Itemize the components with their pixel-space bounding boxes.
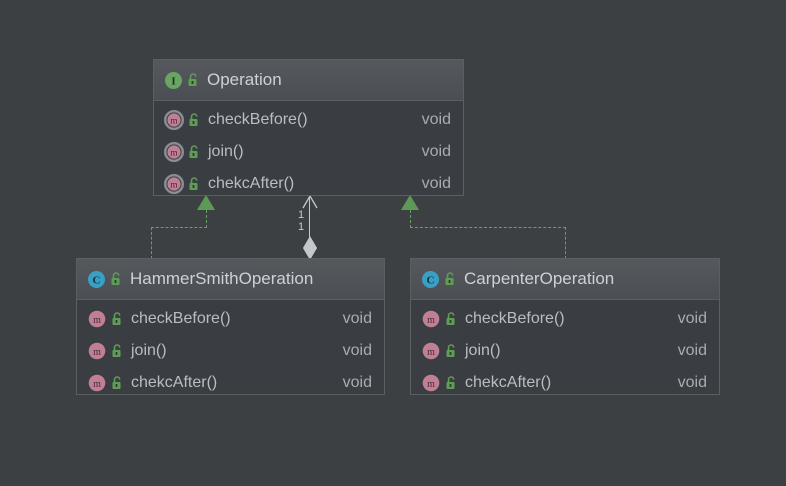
uml-member-type: void — [342, 310, 372, 327]
uml-member-row[interactable]: m chekcAfter() void — [154, 168, 463, 200]
unlocked-padlock-icon — [444, 271, 457, 287]
composition-open-arrowhead-icon — [302, 194, 318, 209]
uml-member-name: checkBefore() — [131, 310, 231, 327]
uml-member-row[interactable]: m checkBefore() void — [154, 104, 463, 136]
abstract-method-icon: m — [164, 174, 184, 194]
uml-member-row[interactable]: m chekcAfter() void — [77, 367, 384, 399]
method-icon: m — [421, 341, 441, 361]
uml-member-type: void — [677, 342, 707, 359]
method-icon: m — [87, 341, 107, 361]
uml-member-name: join() — [131, 342, 167, 359]
unlocked-padlock-icon — [445, 311, 458, 327]
realization-right-arrowhead-icon — [401, 195, 419, 210]
realization-left-segment-horizontal — [151, 227, 207, 228]
uml-member-name: join() — [465, 342, 501, 359]
realization-left-segment-vertical-lower — [151, 227, 152, 259]
class-icon: C — [421, 270, 440, 289]
unlocked-padlock-icon — [111, 375, 124, 391]
uml-class-hammersmithoperation-header: C HammerSmithOperation — [77, 259, 384, 300]
unlocked-padlock-icon — [111, 311, 124, 327]
svg-text:m: m — [170, 117, 178, 127]
unlocked-padlock-icon — [187, 72, 200, 88]
composition-multiplicity-target: 1 — [298, 209, 305, 221]
svg-text:m: m — [93, 315, 101, 326]
interface-icon: I — [164, 71, 183, 90]
svg-text:m: m — [93, 379, 101, 390]
unlocked-padlock-icon — [188, 144, 201, 160]
uml-class-operation-header: I Operation — [154, 60, 463, 101]
uml-member-name: chekcAfter() — [465, 374, 552, 391]
uml-member-type: void — [677, 310, 707, 327]
composition-filled-diamond-icon — [302, 236, 318, 260]
uml-member-type: void — [421, 111, 451, 128]
method-icon: m — [87, 373, 107, 393]
uml-member-name: checkBefore() — [208, 111, 308, 128]
uml-member-type: void — [342, 342, 372, 359]
method-icon: m — [421, 373, 441, 393]
abstract-method-icon: m — [164, 142, 184, 162]
method-icon: m — [421, 309, 441, 329]
svg-text:m: m — [93, 347, 101, 358]
svg-text:C: C — [93, 274, 101, 286]
svg-text:C: C — [427, 274, 435, 286]
unlocked-padlock-icon — [445, 343, 458, 359]
svg-text:m: m — [427, 315, 435, 326]
uml-member-row[interactable]: m join() void — [411, 335, 719, 367]
composition-multiplicity-source: 1 — [298, 221, 305, 233]
uml-member-name: join() — [208, 143, 244, 160]
unlocked-padlock-icon — [111, 343, 124, 359]
uml-member-row[interactable]: m join() void — [154, 136, 463, 168]
class-icon: C — [87, 270, 106, 289]
uml-class-hammersmithoperation-members: m checkBefore() void m — [77, 300, 384, 404]
uml-member-name: checkBefore() — [465, 310, 565, 327]
realization-right-segment-vertical-upper — [410, 210, 411, 228]
realization-right-segment-vertical-lower — [565, 227, 566, 259]
uml-class-hammersmithoperation[interactable]: C HammerSmithOperation m — [76, 258, 385, 395]
uml-class-carpenteroperation-header: C CarpenterOperation — [411, 259, 719, 300]
composition-line — [309, 197, 310, 245]
unlocked-padlock-icon — [188, 176, 201, 192]
svg-text:m: m — [427, 379, 435, 390]
unlocked-padlock-icon — [188, 112, 201, 128]
realization-right-segment-horizontal — [410, 227, 566, 228]
svg-text:m: m — [170, 149, 178, 159]
uml-class-carpenteroperation-members: m checkBefore() void m — [411, 300, 719, 404]
uml-class-carpenteroperation[interactable]: C CarpenterOperation m — [410, 258, 720, 395]
uml-member-row[interactable]: m chekcAfter() void — [411, 367, 719, 399]
uml-member-name: chekcAfter() — [208, 175, 295, 192]
method-icon: m — [87, 309, 107, 329]
uml-class-operation-title: Operation — [207, 70, 282, 89]
uml-member-type: void — [342, 374, 372, 391]
svg-text:I: I — [171, 75, 175, 87]
uml-class-operation-members: m checkBefore() void — [154, 101, 463, 205]
uml-member-name: chekcAfter() — [131, 374, 218, 391]
svg-text:m: m — [427, 347, 435, 358]
unlocked-padlock-icon — [445, 375, 458, 391]
uml-class-hammersmithoperation-title: HammerSmithOperation — [130, 269, 314, 288]
uml-member-type: void — [421, 143, 451, 160]
uml-class-operation[interactable]: I Operation m — [153, 59, 464, 196]
unlocked-padlock-icon — [110, 271, 123, 287]
uml-class-carpenteroperation-title: CarpenterOperation — [464, 269, 615, 288]
uml-member-type: void — [421, 175, 451, 192]
svg-text:m: m — [170, 181, 178, 191]
uml-member-type: void — [677, 374, 707, 391]
uml-member-row[interactable]: m checkBefore() void — [411, 303, 719, 335]
realization-left-segment-vertical-upper — [206, 210, 207, 228]
realization-left-arrowhead-icon — [197, 195, 215, 210]
uml-member-row[interactable]: m join() void — [77, 335, 384, 367]
abstract-method-icon: m — [164, 110, 184, 130]
uml-member-row[interactable]: m checkBefore() void — [77, 303, 384, 335]
